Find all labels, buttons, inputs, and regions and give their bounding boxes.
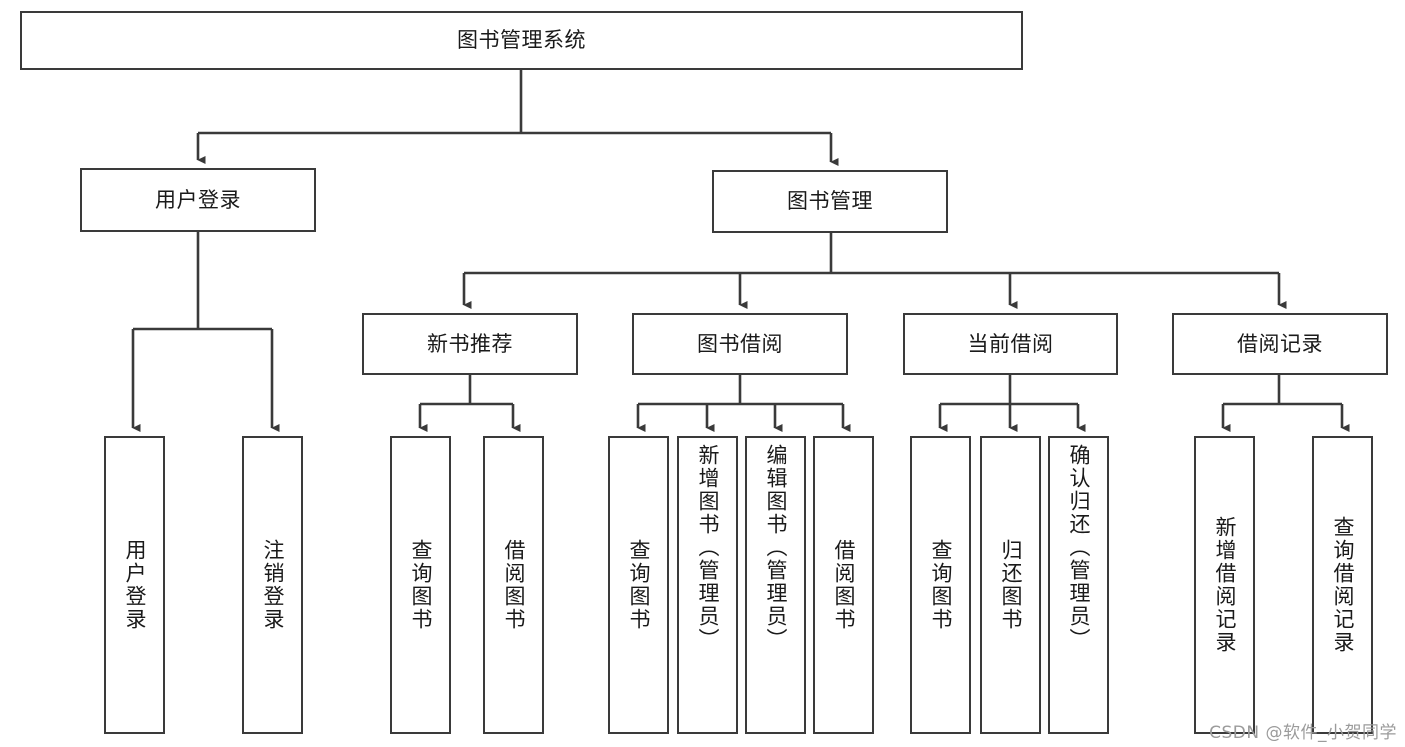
node-label: 用户登录 bbox=[155, 187, 241, 212]
node-label: 借阅图书 bbox=[501, 539, 526, 631]
node-borrowing-records[interactable]: 借阅记录 bbox=[1172, 313, 1388, 375]
node-leaf-query-books-borrow[interactable]: 查询图书 bbox=[608, 436, 669, 734]
node-label: 查询借阅记录 bbox=[1330, 516, 1355, 654]
node-leaf-query-borrow-record[interactable]: 查询借阅记录 bbox=[1312, 436, 1373, 734]
node-label: 查询图书 bbox=[928, 539, 953, 631]
node-leaf-query-books-current[interactable]: 查询图书 bbox=[910, 436, 971, 734]
node-label: 新书推荐 bbox=[427, 331, 513, 356]
node-leaf-add-book-admin[interactable]: 新增图书（管理员） bbox=[677, 436, 738, 734]
node-current-borrowing[interactable]: 当前借阅 bbox=[903, 313, 1118, 375]
node-label: 借阅记录 bbox=[1237, 331, 1323, 356]
node-label: 归还图书 bbox=[998, 539, 1023, 631]
node-leaf-edit-book-admin[interactable]: 编辑图书（管理员） bbox=[745, 436, 806, 734]
node-leaf-borrow-books-newbook[interactable]: 借阅图书 bbox=[483, 436, 544, 734]
node-label: 新增图书（管理员） bbox=[695, 444, 720, 651]
node-label: 新增借阅记录 bbox=[1212, 516, 1237, 654]
node-label: 用户登录 bbox=[122, 539, 147, 631]
node-label: 借阅图书 bbox=[831, 539, 856, 631]
node-leaf-return-books[interactable]: 归还图书 bbox=[980, 436, 1041, 734]
node-label: 图书管理系统 bbox=[457, 28, 586, 53]
node-book-borrowing[interactable]: 图书借阅 bbox=[632, 313, 848, 375]
node-leaf-borrow-books[interactable]: 借阅图书 bbox=[813, 436, 874, 734]
node-user-login[interactable]: 用户登录 bbox=[80, 168, 316, 232]
node-label: 编辑图书（管理员） bbox=[763, 444, 788, 651]
node-label: 注销登录 bbox=[260, 539, 285, 631]
node-leaf-add-borrow-record[interactable]: 新增借阅记录 bbox=[1194, 436, 1255, 734]
node-label: 图书借阅 bbox=[697, 331, 783, 356]
node-label: 查询图书 bbox=[408, 539, 433, 631]
node-new-book-recommendation[interactable]: 新书推荐 bbox=[362, 313, 578, 375]
node-label: 确认归还（管理员） bbox=[1066, 444, 1091, 651]
node-leaf-confirm-return-admin[interactable]: 确认归还（管理员） bbox=[1048, 436, 1109, 734]
node-label: 查询图书 bbox=[626, 539, 651, 631]
node-book-management[interactable]: 图书管理 bbox=[712, 170, 948, 233]
node-leaf-query-books-newbook[interactable]: 查询图书 bbox=[390, 436, 451, 734]
node-label: 当前借阅 bbox=[967, 331, 1054, 356]
node-label: 图书管理 bbox=[787, 189, 873, 214]
node-root-book-management-system[interactable]: 图书管理系统 bbox=[20, 11, 1023, 70]
node-leaf-logout[interactable]: 注销登录 bbox=[242, 436, 303, 734]
node-leaf-user-login[interactable]: 用户登录 bbox=[104, 436, 165, 734]
watermark-text: CSDN @软件_小贺同学 bbox=[1209, 723, 1397, 743]
